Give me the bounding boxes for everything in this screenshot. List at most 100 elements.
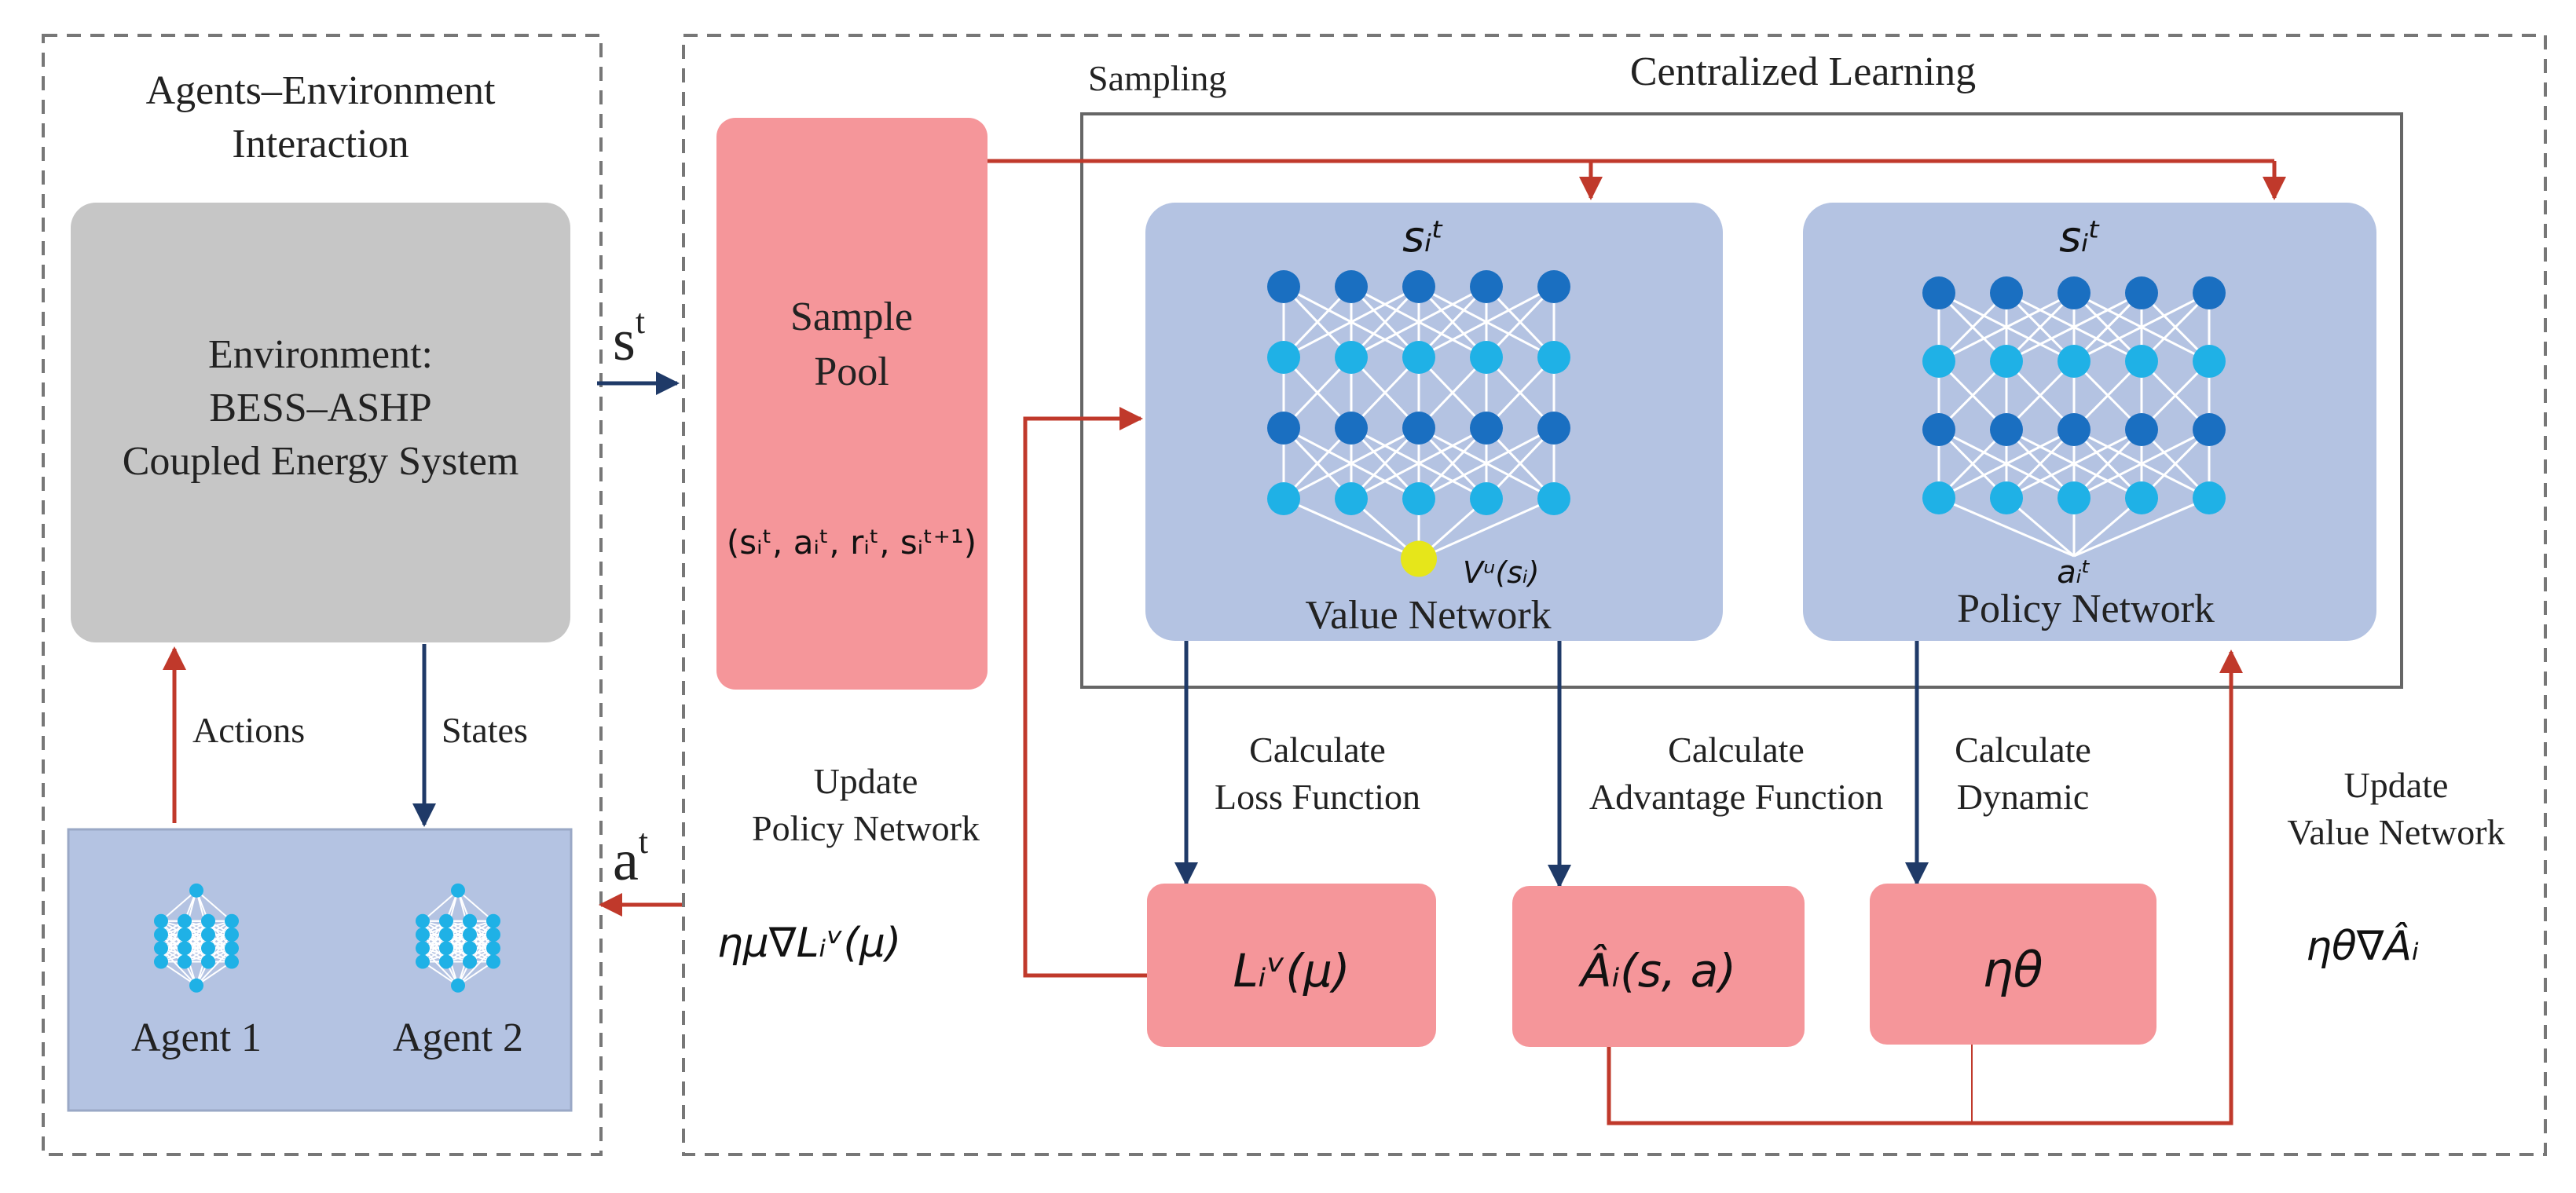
agent-node — [463, 928, 477, 942]
agent-node — [201, 913, 215, 928]
agent-node — [451, 978, 465, 993]
value-network-node — [1402, 412, 1435, 445]
policy-network-edge — [1938, 496, 2075, 558]
policy-network-node — [2125, 481, 2158, 514]
agent-node — [439, 954, 453, 969]
policy-network-node — [2193, 345, 2226, 378]
environment-line3: Coupled Energy System — [123, 439, 519, 484]
value-network-node — [1402, 482, 1435, 515]
agent-node — [154, 928, 168, 942]
agent-node — [201, 954, 215, 969]
value-network-node — [1470, 412, 1503, 445]
value-network-edge — [1418, 497, 1555, 560]
agent-node — [225, 954, 239, 969]
agent-node — [225, 913, 239, 928]
loss-function-box — [1147, 884, 1436, 1047]
agent-2-label: Agent 2 — [393, 1016, 523, 1060]
policy-network-label: Policy Network — [1957, 587, 2215, 631]
eta-value: ηθ — [1982, 941, 2043, 998]
agent-node — [439, 928, 453, 942]
agent-node — [486, 941, 500, 956]
value-network-edge — [1418, 285, 1555, 359]
value-network-edge — [1350, 285, 1487, 359]
value-network-node — [1402, 341, 1435, 374]
policy-network-node — [2193, 276, 2226, 309]
agent-edge — [160, 890, 197, 922]
value-network-node — [1267, 270, 1300, 303]
update-policy-label-1: Update — [814, 761, 918, 801]
agent-node — [416, 954, 430, 969]
policy-network-edge — [2006, 291, 2142, 363]
agent-edge — [196, 961, 233, 986]
value-network-node — [1335, 412, 1368, 445]
agent-edge — [457, 947, 494, 986]
policy-network-edge — [2073, 496, 2210, 558]
update-value-label-1: Update — [2344, 765, 2449, 805]
policy-network-edge — [2073, 291, 2210, 363]
agent-edge — [196, 947, 233, 986]
agent-node — [225, 941, 239, 956]
value-network-node — [1537, 270, 1570, 303]
actions-label: Actions — [192, 710, 305, 750]
action-signal-label: at — [613, 822, 648, 893]
value-network-node — [1537, 412, 1570, 445]
sample-pool-line2: Pool — [814, 349, 889, 394]
agent-node — [439, 913, 453, 928]
agent-node — [486, 954, 500, 969]
agent-node — [486, 928, 500, 942]
policy-network-node — [1922, 481, 1955, 514]
policy-network-node — [1990, 276, 2023, 309]
agent-2-network-icon — [416, 883, 500, 993]
agent-node — [178, 941, 192, 956]
loss-calc-label-2: Loss Function — [1215, 777, 1420, 817]
update-value-loop — [1607, 650, 2243, 1125]
value-network-graph — [1267, 270, 1570, 577]
advantage-function-value: Âᵢ(s, a) — [1577, 943, 1736, 997]
agent-node — [463, 913, 477, 928]
centralized-learning-title: Centralized Learning — [1630, 49, 1976, 94]
value-network-node — [1470, 482, 1503, 515]
agent-node — [178, 913, 192, 928]
agents-panel — [67, 828, 573, 1112]
left-panel-title-line1: Agents–Environment — [146, 68, 496, 113]
policy-network-edge — [1938, 428, 2075, 500]
value-network-node — [1335, 341, 1368, 374]
centralized-learning-panel-border — [682, 34, 2547, 1156]
agent-node — [154, 913, 168, 928]
eta-box — [1870, 884, 2156, 1045]
value-network-edge — [1283, 285, 1420, 359]
agent-node — [154, 941, 168, 956]
networks-container — [1080, 112, 2403, 689]
policy-network-node — [2125, 276, 2158, 309]
value-network-input-label: sᵢᵗ — [1402, 212, 1445, 262]
state-signal-label: st — [613, 302, 645, 373]
policy-network-node — [2193, 413, 2226, 446]
agent-edge — [422, 947, 459, 986]
left-panel-title-line2: Interaction — [232, 122, 409, 167]
policy-network-node — [2058, 345, 2090, 378]
sample-pool-tuple: (sᵢᵗ, aᵢᵗ, rᵢᵗ, sᵢᵗ⁺¹) — [727, 523, 977, 562]
agents-env-panel-border — [42, 34, 603, 1156]
agent-edge — [457, 961, 494, 986]
value-network-node — [1335, 270, 1368, 303]
value-network-edge — [1283, 497, 1420, 560]
agent-node — [439, 941, 453, 956]
agent-node — [189, 978, 203, 993]
agent-node — [189, 883, 203, 898]
update-policy-label-2: Policy Network — [752, 808, 980, 848]
value-network-edge — [1350, 426, 1487, 500]
value-network-label: Value Network — [1305, 593, 1551, 638]
policy-network-node — [1990, 413, 2023, 446]
agent-node — [201, 928, 215, 942]
advantage-function-box — [1512, 886, 1805, 1047]
update-policy-loop — [1023, 407, 1147, 978]
value-network-edge — [1283, 426, 1420, 500]
agent-node — [154, 954, 168, 969]
agent-edge — [457, 890, 494, 922]
value-network-node — [1267, 412, 1300, 445]
policy-network-edge — [2006, 428, 2142, 500]
agent-node — [451, 883, 465, 898]
agent-edge — [422, 890, 459, 922]
value-network-node — [1267, 341, 1300, 374]
